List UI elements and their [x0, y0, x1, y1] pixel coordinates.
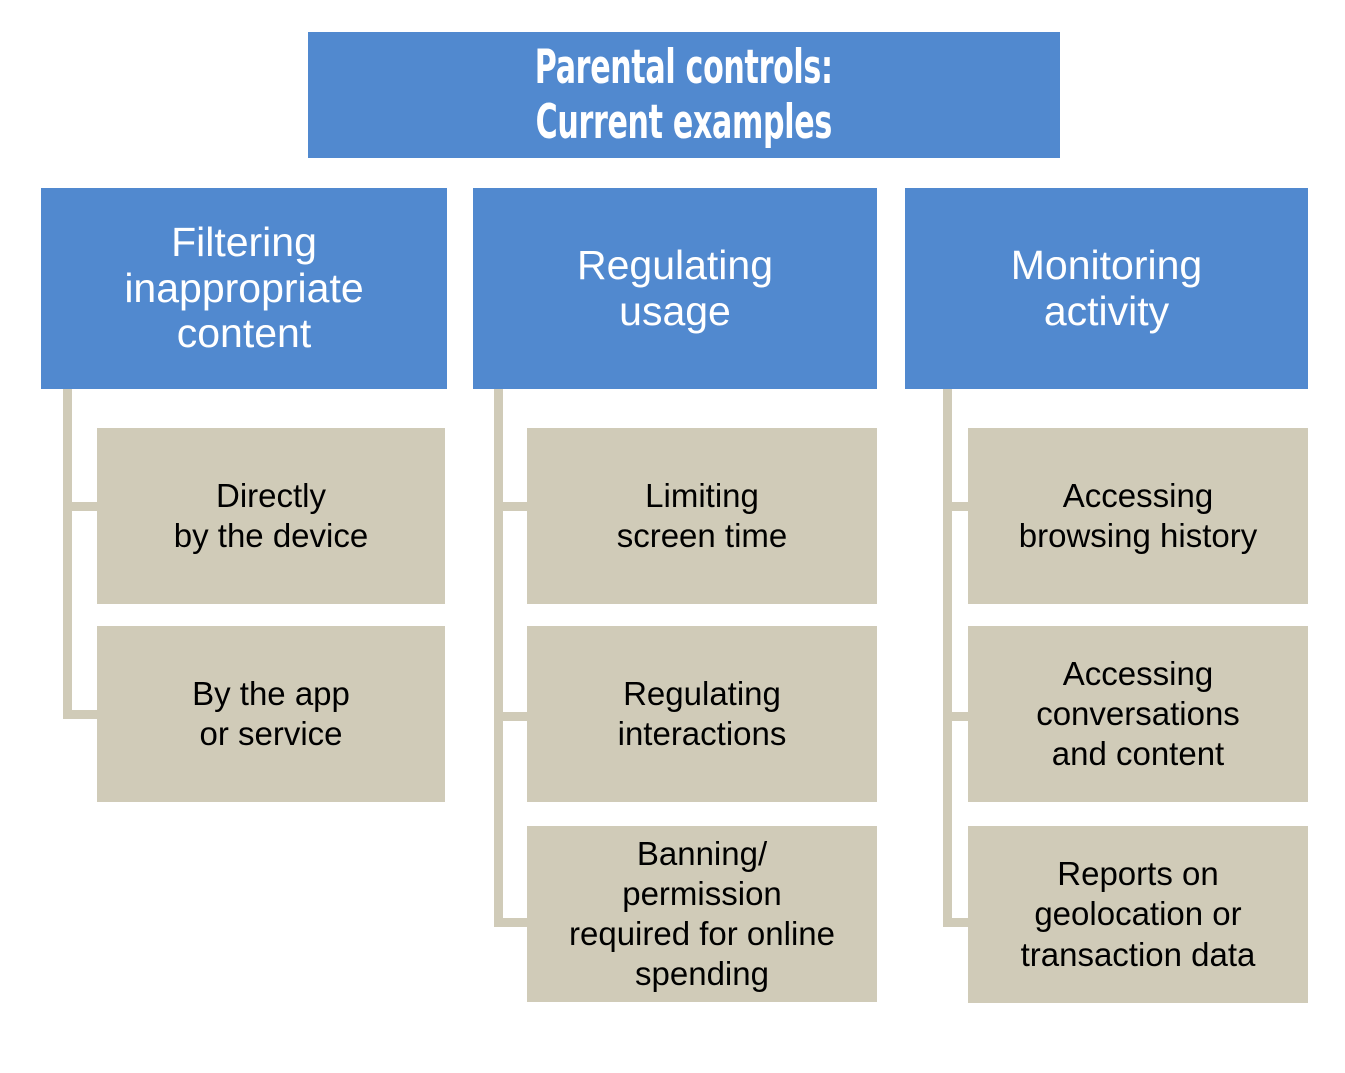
diagram-title-text: Parental controls: Current examples — [535, 40, 833, 151]
example-box-banning-online-spending-text: Banning/ permission required for online … — [569, 834, 835, 995]
c2-child-2-line-2: interactions — [617, 715, 787, 752]
c3-child-3-line-1: Reports on — [1057, 855, 1219, 893]
c2-child-2-line-1: Regulating — [623, 674, 781, 712]
connector-stub-column-3-child-1 — [943, 502, 978, 511]
connector-trunk-column-2 — [494, 389, 503, 927]
c1-child-2-line-1: By the app — [192, 674, 350, 712]
title-line-1: Parental controls: — [535, 39, 833, 95]
category-header-regulating: Regulating usage — [473, 188, 877, 389]
example-box-directly-by-device-text: Directly by the device — [174, 476, 368, 557]
example-box-regulating-interactions: Regulating interactions — [527, 626, 877, 802]
example-box-reports-geolocation-text: Reports on geolocation or transaction da… — [1021, 854, 1256, 975]
c2-child-3-line-3: required for online — [569, 915, 835, 952]
connector-trunk-column-3 — [943, 389, 952, 927]
category-header-monitoring: Monitoring activity — [905, 188, 1308, 389]
c2-child-1-line-1: Limiting — [645, 476, 759, 514]
category-1-line-3: content — [176, 310, 312, 357]
category-2-line-1: Regulating — [576, 241, 774, 288]
example-box-limiting-screen-time-text: Limiting screen time — [617, 476, 788, 557]
example-box-accessing-browsing-history-text: Accessing browsing history — [1019, 476, 1257, 557]
diagram-title-box: Parental controls: Current examples — [308, 32, 1060, 158]
category-2-line-2: usage — [619, 287, 731, 334]
c3-child-2-line-3: and content — [1051, 735, 1225, 773]
example-box-limiting-screen-time: Limiting screen time — [527, 428, 877, 604]
c1-child-1-line-2: by the device — [173, 517, 369, 554]
connector-stub-column-3-child-2 — [943, 712, 978, 721]
example-box-accessing-conversations-text: Accessing conversations and content — [1036, 654, 1240, 775]
c3-child-3-line-3: transaction data — [1020, 935, 1256, 973]
c2-child-3-line-4: spending — [635, 955, 769, 993]
c1-child-2-line-2: or service — [199, 715, 343, 752]
category-header-monitoring-text: Monitoring activity — [1010, 241, 1203, 335]
c3-child-2-line-2: conversations — [1036, 694, 1240, 732]
connector-stub-column-1-child-2 — [63, 710, 107, 719]
c1-child-1-line-1: Directly — [215, 476, 326, 514]
connector-stub-column-1-child-1 — [63, 502, 107, 511]
example-box-by-app-or-service-text: By the app or service — [192, 674, 350, 755]
category-1-line-2: inappropriate — [124, 264, 364, 311]
connector-stub-column-2-child-2 — [494, 712, 538, 721]
category-header-filtering: Filtering inappropriate content — [41, 188, 447, 389]
c3-child-1-line-1: Accessing — [1062, 476, 1214, 514]
connector-stub-column-2-child-1 — [494, 502, 538, 511]
c2-child-3-line-1: Banning/ — [636, 834, 768, 872]
example-box-reports-geolocation: Reports on geolocation or transaction da… — [968, 826, 1308, 1003]
example-box-regulating-interactions-text: Regulating interactions — [618, 674, 787, 755]
c2-child-1-line-2: screen time — [616, 517, 788, 554]
example-box-directly-by-device: Directly by the device — [97, 428, 445, 604]
connector-trunk-column-1 — [63, 389, 72, 719]
example-box-accessing-browsing-history: Accessing browsing history — [968, 428, 1308, 604]
connector-stub-column-2-child-3 — [494, 918, 538, 927]
c2-child-3-line-2: permission — [622, 874, 782, 912]
category-header-filtering-text: Filtering inappropriate content — [124, 218, 364, 358]
category-3-line-1: Monitoring — [1010, 241, 1203, 288]
category-header-regulating-text: Regulating usage — [576, 241, 774, 335]
c3-child-3-line-2: geolocation or — [1034, 895, 1242, 933]
c3-child-1-line-2: browsing history — [1018, 517, 1258, 554]
c3-child-2-line-1: Accessing — [1062, 654, 1214, 692]
connector-stub-column-3-child-3 — [943, 918, 978, 927]
category-1-line-1: Filtering — [171, 218, 317, 265]
example-box-by-app-or-service: By the app or service — [97, 626, 445, 802]
category-3-line-2: activity — [1043, 287, 1170, 334]
title-line-2: Current examples — [535, 95, 833, 150]
example-box-banning-online-spending: Banning/ permission required for online … — [527, 826, 877, 1002]
example-box-accessing-conversations: Accessing conversations and content — [968, 626, 1308, 802]
